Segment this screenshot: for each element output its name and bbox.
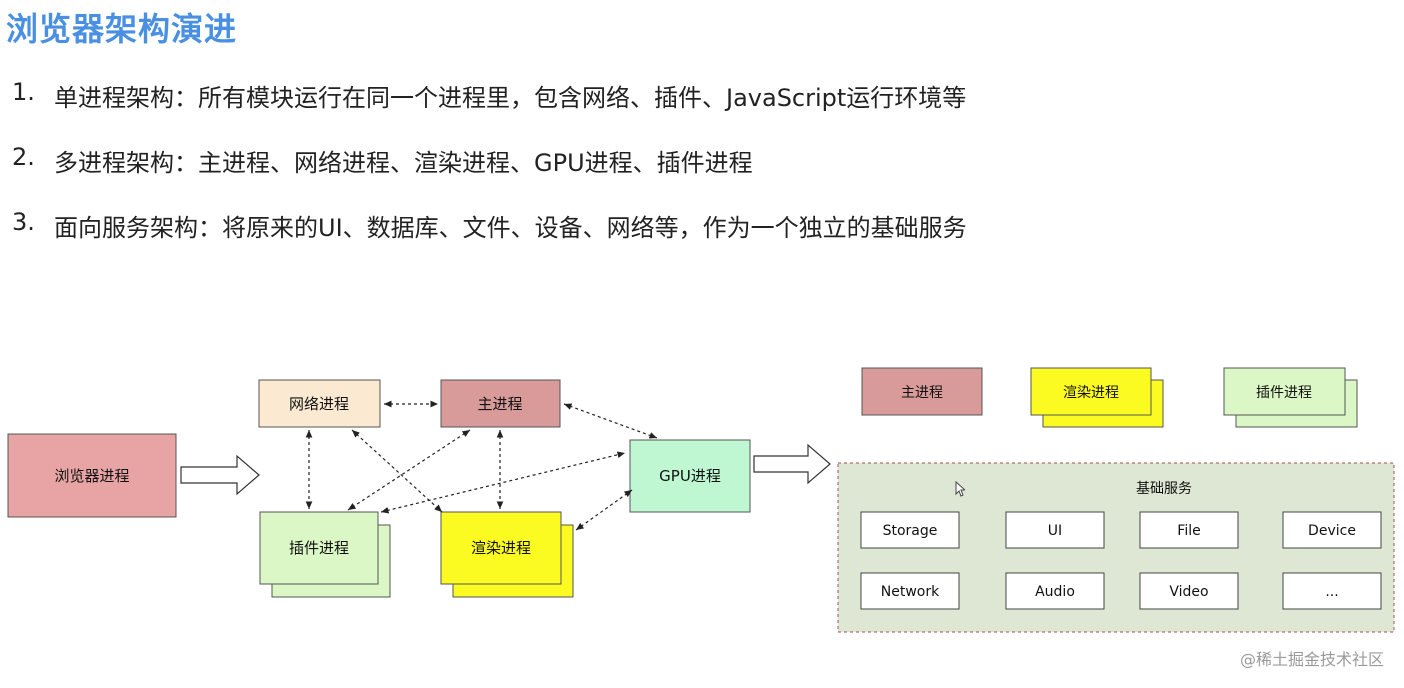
service-audio-label: Audio xyxy=(1035,584,1075,600)
service-ui-label: UI xyxy=(1048,523,1062,539)
right-plugin-process-box: 插件进程 xyxy=(1223,367,1358,428)
right-main-process-box: 主进程 xyxy=(861,367,983,416)
gpu-process-box: GPU进程 xyxy=(629,439,751,513)
service-device: Device xyxy=(1282,511,1382,549)
right-render-process-label: 渲染进程 xyxy=(1063,385,1119,401)
bullet-3-number: 3. xyxy=(12,208,35,236)
watermark: @稀土掘金技术社区 xyxy=(1239,650,1384,669)
gpu-process-label: GPU进程 xyxy=(659,467,721,485)
arrow-main-plugin xyxy=(347,429,471,511)
arrow-network-render xyxy=(351,429,443,513)
service-file: File xyxy=(1139,511,1239,549)
bullet-2: 2. 多进程架构：主进程、网络进程、渲染进程、GPU进程、插件进程 xyxy=(12,143,753,178)
arrow-plugin-gpu xyxy=(380,451,626,514)
bullet-1-text: 单进程架构：所有模块运行在同一个进程里，包含网络、插件、JavaScript运行… xyxy=(54,84,967,112)
service-network: Network xyxy=(860,572,960,610)
service-file-label: File xyxy=(1177,523,1200,539)
right-render-process-box: 渲染进程 xyxy=(1030,367,1164,428)
arrow-render-gpu xyxy=(575,489,633,531)
bullet-3: 3. 面向服务架构：将原来的UI、数据库、文件、设备、网络等，作为一个独立的基础… xyxy=(12,208,967,243)
bullet-2-text: 多进程架构：主进程、网络进程、渲染进程、GPU进程、插件进程 xyxy=(54,149,753,177)
plugin-process-label: 插件进程 xyxy=(289,539,349,557)
browser-process-box: 浏览器进程 xyxy=(7,433,177,518)
bullet-3-text: 面向服务架构：将原来的UI、数据库、文件、设备、网络等，作为一个独立的基础服务 xyxy=(54,214,967,242)
hollow-arrow-right xyxy=(753,443,831,485)
service-network-label: Network xyxy=(881,584,940,600)
bullet-1: 1. 单进程架构：所有模块运行在同一个进程里，包含网络、插件、JavaScrip… xyxy=(12,78,966,113)
hollow-arrow-left xyxy=(180,454,260,496)
network-process-box: 网络进程 xyxy=(258,379,381,428)
render-process-box: 渲染进程 xyxy=(440,511,574,598)
right-main-process-label: 主进程 xyxy=(901,385,943,401)
right-plugin-process-label: 插件进程 xyxy=(1256,385,1312,401)
network-process-label: 网络进程 xyxy=(289,395,349,413)
bullet-2-number: 2. xyxy=(12,143,35,171)
service-storage: Storage xyxy=(860,511,960,549)
arrow-main-gpu xyxy=(563,403,658,439)
service-audio: Audio xyxy=(1005,572,1105,610)
services-title: 基础服务 xyxy=(1136,480,1192,497)
service-ui: UI xyxy=(1005,511,1105,549)
bullet-1-number: 1. xyxy=(12,78,35,106)
service-device-label: Device xyxy=(1308,523,1356,539)
render-process-label: 渲染进程 xyxy=(471,539,531,557)
main-process-label: 主进程 xyxy=(477,395,522,413)
service-video-label: Video xyxy=(1169,584,1208,600)
service-storage-label: Storage xyxy=(883,523,938,539)
plugin-process-box: 插件进程 xyxy=(259,511,391,598)
service-more-label: ... xyxy=(1325,584,1338,600)
service-video: Video xyxy=(1139,572,1239,610)
mouse-cursor-icon xyxy=(955,480,967,501)
main-process-box: 主进程 xyxy=(440,379,561,428)
service-more: ... xyxy=(1282,572,1382,610)
page-title: 浏览器架构演进 xyxy=(6,10,238,48)
browser-process-label: 浏览器进程 xyxy=(54,467,129,485)
